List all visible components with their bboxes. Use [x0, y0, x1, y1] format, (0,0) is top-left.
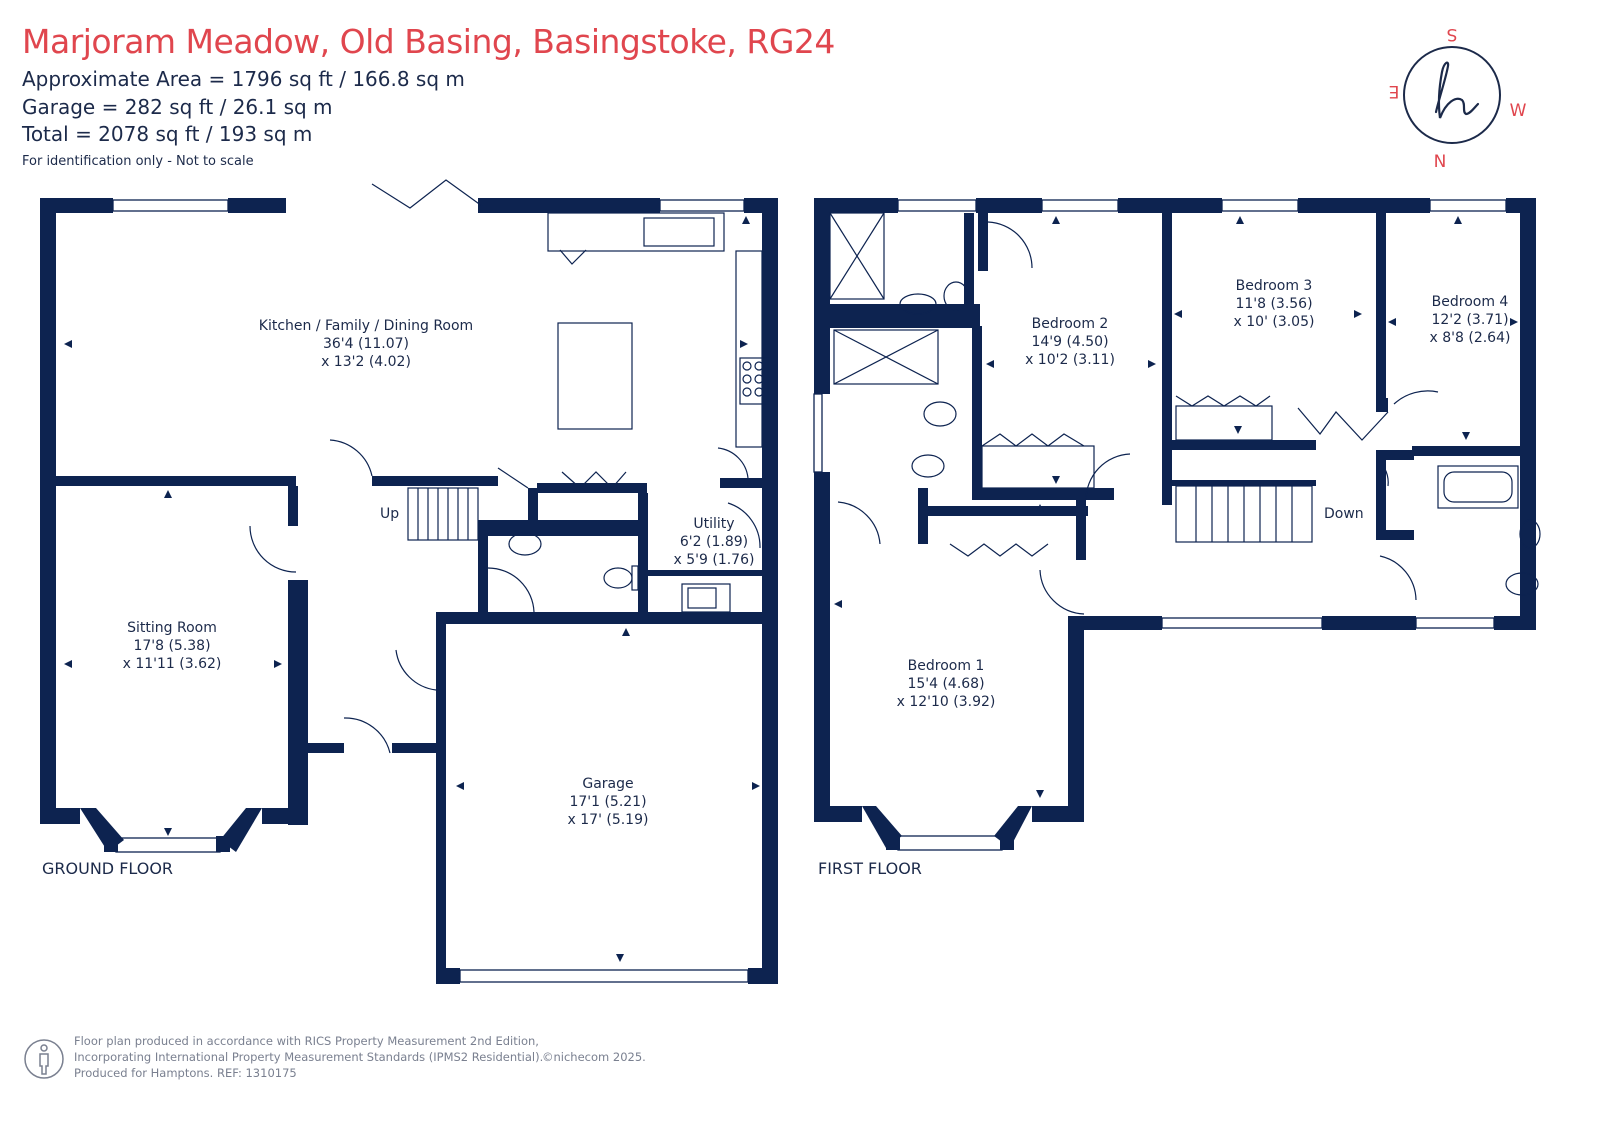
copyright: ©nichecom 2025.	[542, 1050, 646, 1064]
stairs-up-label: Up	[380, 506, 399, 522]
compass-w: W	[1510, 101, 1527, 121]
bedroom4-dim1: 12'2 (3.71)	[1431, 312, 1508, 328]
utility-dim2: x 5'9 (1.76)	[674, 552, 755, 568]
footer-line-3: Produced for Hamptons. REF: 1310175	[74, 1066, 297, 1080]
kitchen-name: Kitchen / Family / Dining Room	[259, 318, 473, 334]
bedroom1-dim2: x 12'10 (3.92)	[897, 694, 996, 710]
footer-line-1: Floor plan produced in accordance with R…	[74, 1034, 539, 1048]
kitchen-dim2: x 13'2 (4.02)	[321, 354, 411, 370]
bedroom1-name: Bedroom 1	[908, 658, 985, 674]
footer-line-2: Incorporating International Property Mea…	[74, 1050, 544, 1064]
bedroom3-dim2: x 10' (3.05)	[1234, 314, 1315, 330]
bedroom1-dim1: 15'4 (4.68)	[907, 676, 984, 692]
total-area: Total = 2078 sq ft / 193 sq m	[22, 122, 313, 146]
sitting-dim2: x 11'11 (3.62)	[123, 656, 222, 672]
bedroom4-dim2: x 8'8 (2.64)	[1430, 330, 1511, 346]
bedroom4-name: Bedroom 4	[1432, 294, 1509, 310]
hamptons-h-logo	[1434, 61, 1480, 119]
sitting-name: Sitting Room	[127, 620, 217, 636]
rics-person-icon	[24, 1039, 64, 1079]
stairs-down-label: Down	[1324, 506, 1364, 522]
first-floor: Bedroom 1 15'4 (4.68) x 12'10 (3.92) Bed…	[813, 198, 1541, 878]
arrow-markers	[64, 216, 1518, 962]
utility-dim1: 6'2 (1.89)	[680, 534, 748, 550]
disclaimer-note: For identification only - Not to scale	[22, 154, 254, 169]
compass-s: S	[1447, 24, 1458, 44]
compass-ring	[1403, 46, 1501, 144]
kitchen-dim1: 36'4 (11.07)	[323, 336, 409, 352]
utility-name: Utility	[693, 516, 734, 532]
compass-n: N	[1434, 152, 1447, 172]
approximate-area: Approximate Area = 1796 sq ft / 166.8 sq…	[22, 67, 465, 91]
sitting-dim1: 17'8 (5.38)	[133, 638, 210, 654]
garage-area: Garage = 282 sq ft / 26.1 sq m	[22, 95, 333, 119]
bedroom3-dim1: 11'8 (3.56)	[1235, 296, 1312, 312]
page-title: Marjoram Meadow, Old Basing, Basingstoke…	[22, 22, 835, 61]
ground-floor: Kitchen / Family / Dining Room 36'4 (11.…	[40, 179, 778, 984]
bedroom2-dim1: 14'9 (4.50)	[1031, 334, 1108, 350]
compass: S N E W	[1389, 24, 1527, 172]
garage-dim1: 17'1 (5.21)	[569, 794, 646, 810]
bedroom2-dim2: x 10'2 (3.11)	[1025, 352, 1115, 368]
garage-dim2: x 17' (5.19)	[568, 812, 649, 828]
bedroom2-name: Bedroom 2	[1032, 316, 1109, 332]
ground-floor-label: GROUND FLOOR	[42, 859, 173, 878]
bedroom3-name: Bedroom 3	[1236, 278, 1313, 294]
garage-name: Garage	[582, 776, 633, 792]
compass-e: E	[1389, 81, 1400, 101]
first-floor-label: FIRST FLOOR	[818, 859, 922, 878]
